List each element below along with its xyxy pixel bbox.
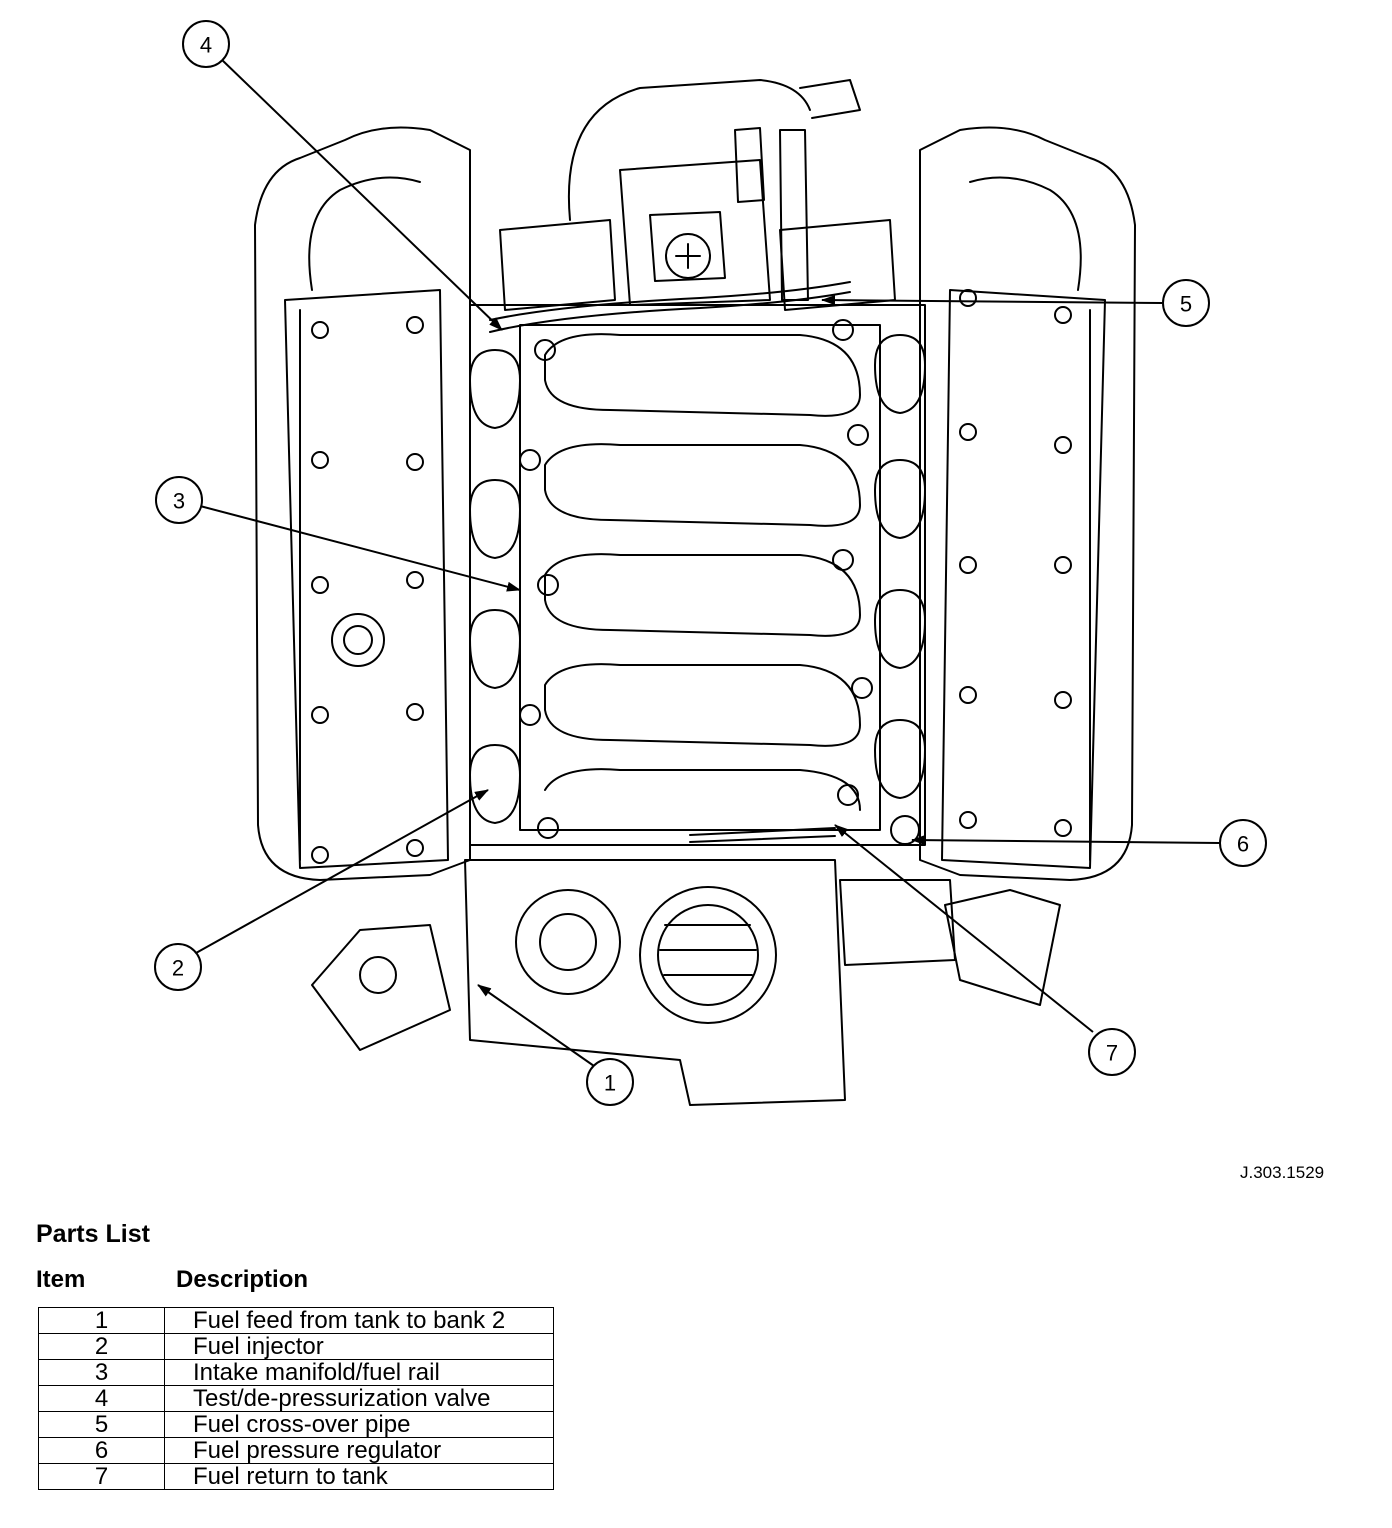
engine-illustration [254,79,1136,1106]
callout-leaders [195,57,1221,1067]
drawing-reference: J.303.1529 [1240,1163,1325,1182]
leader-1 [477,984,595,1067]
table-row: 5 Fuel cross-over pipe [38,1411,554,1438]
table-row: 4 Test/de-pressurization valve [38,1385,554,1412]
item-number: 2 [38,1333,165,1360]
callout-2: 2 [154,943,202,991]
table-row: 7 Fuel return to tank [38,1463,554,1490]
item-number: 5 [38,1411,165,1438]
callout-5: 5 [1162,279,1210,327]
item-description: Test/de-pressurization valve [164,1385,554,1412]
item-number: 3 [38,1359,165,1386]
leader-7 [834,824,1094,1033]
callout-markers: 1 2 3 4 5 6 7 [154,20,1267,1106]
table-row: 2 Fuel injector [38,1333,554,1360]
leader-2 [195,789,489,954]
callout-6: 6 [1219,819,1267,867]
callout-3: 3 [155,476,203,524]
item-number: 6 [38,1437,165,1464]
item-description: Fuel return to tank [164,1463,554,1490]
item-description: Fuel pressure regulator [164,1437,554,1464]
item-description: Fuel cross-over pipe [164,1411,554,1438]
leader-5 [821,295,1163,306]
callout-7: 7 [1088,1028,1136,1076]
callout-6-label: 6 [1237,832,1249,857]
item-number: 4 [38,1385,165,1412]
leader-4 [219,57,503,331]
engine-diagram: 1 2 3 4 5 6 7 [154,20,1267,1106]
column-header-description: Description [176,1266,309,1293]
table-row: 1 Fuel feed from tank to bank 2 [38,1307,554,1334]
table-row: 3 Intake manifold/fuel rail [38,1359,554,1386]
callout-4: 4 [182,20,230,68]
callout-2-label: 2 [172,956,184,981]
item-number: 1 [38,1307,165,1334]
parts-table: 1 Fuel feed from tank to bank 2 2 Fuel i… [38,1307,554,1490]
parts-list-title: Parts List [36,1220,150,1248]
item-number: 7 [38,1463,165,1490]
callout-5-label: 5 [1180,292,1192,317]
leader-6 [911,835,1221,846]
callout-1-label: 1 [604,1071,616,1096]
callout-7-label: 7 [1106,1041,1118,1066]
column-header-item: Item [36,1266,86,1293]
leader-3 [199,505,521,592]
callout-1: 1 [586,1058,634,1106]
callout-3-label: 3 [173,489,185,514]
table-row: 6 Fuel pressure regulator [38,1437,554,1464]
item-description: Fuel injector [164,1333,554,1360]
item-description: Intake manifold/fuel rail [164,1359,554,1386]
callout-4-label: 4 [200,33,212,58]
item-description: Fuel feed from tank to bank 2 [164,1307,554,1334]
bolt-heads [311,289,1072,864]
